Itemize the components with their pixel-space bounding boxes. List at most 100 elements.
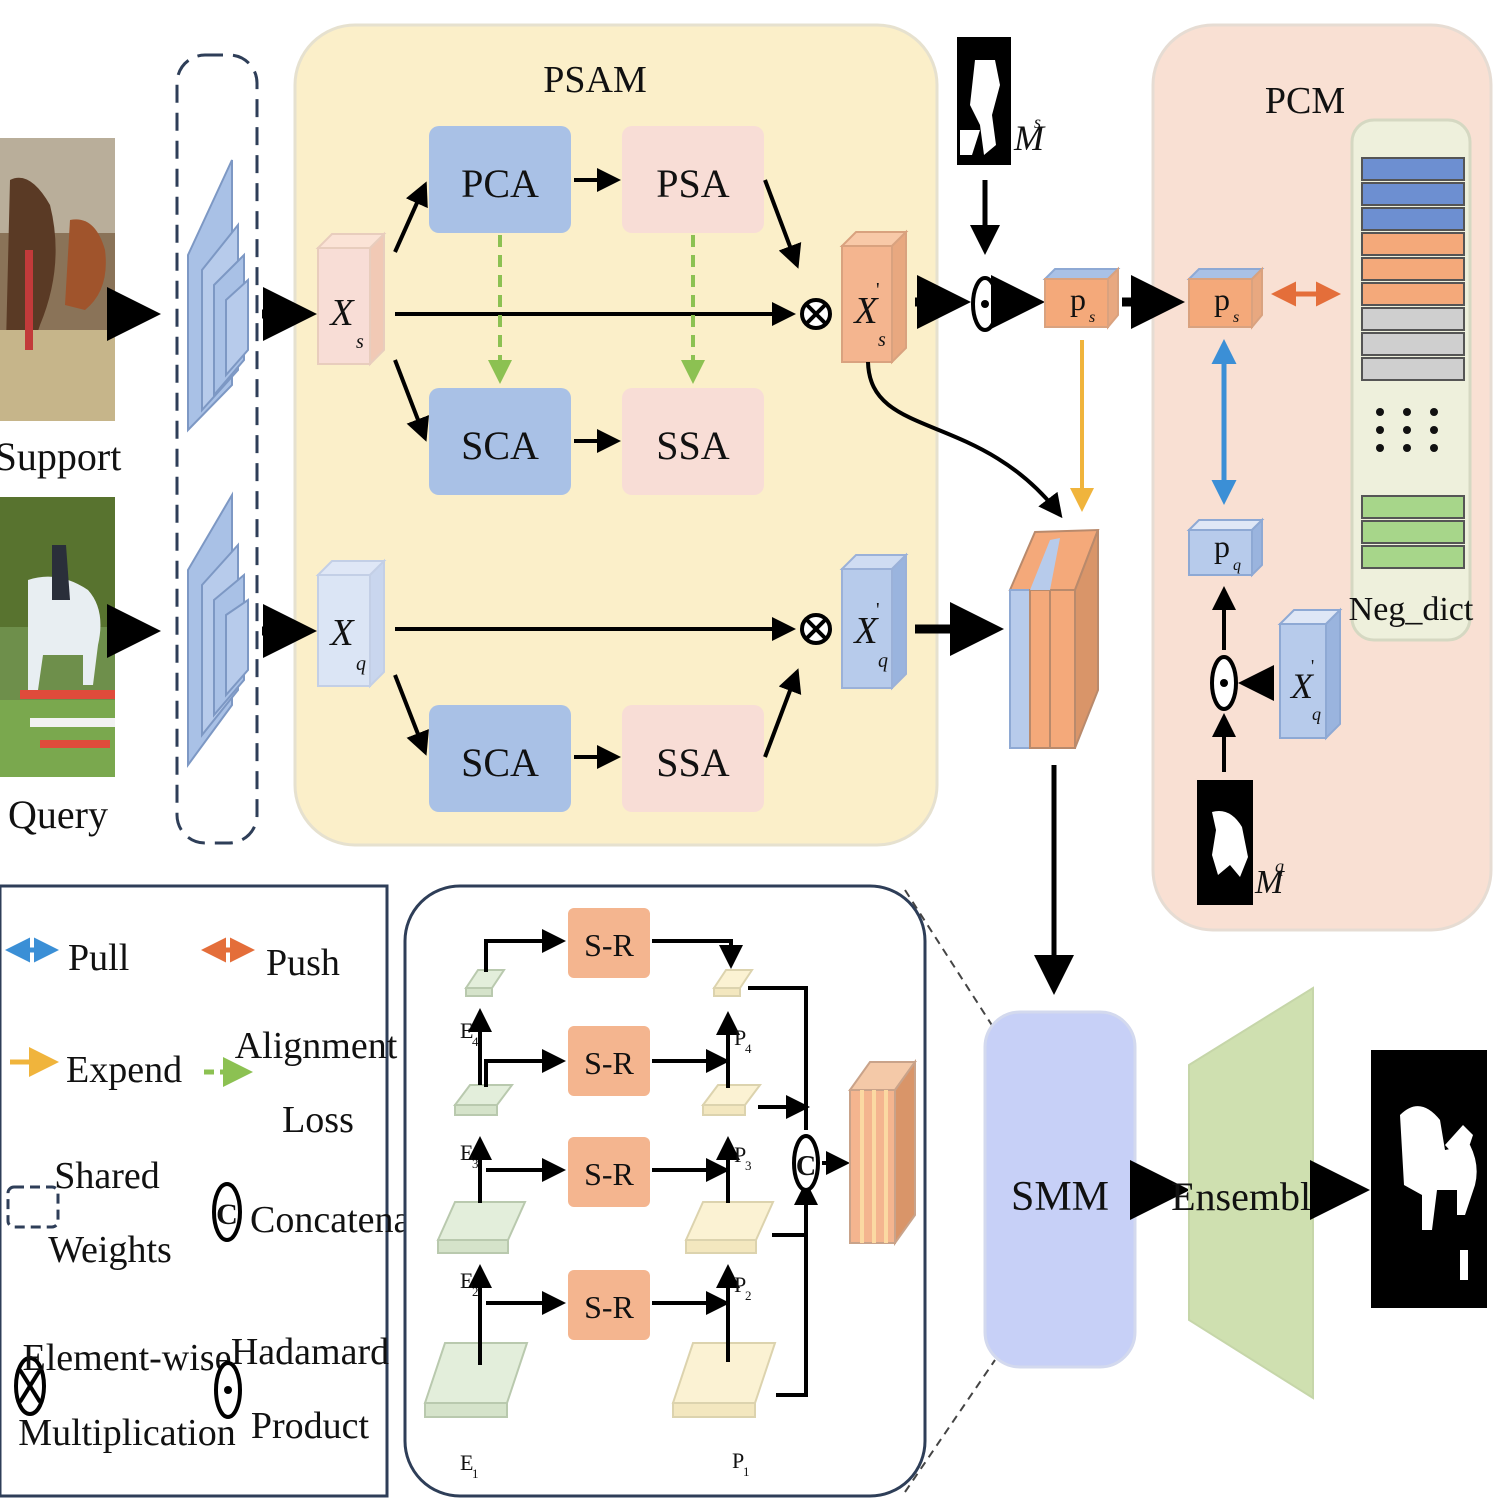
support-encoder-icon bbox=[187, 159, 249, 433]
psam-title: PSAM bbox=[543, 59, 647, 101]
ms-label: M bbox=[1013, 118, 1046, 158]
p-sub-3: 3 bbox=[745, 1158, 752, 1173]
ssa-top-label: SSA bbox=[656, 423, 729, 468]
svg-text:C: C bbox=[216, 1198, 238, 1231]
pcm-xq-prime-label: X bbox=[1289, 666, 1315, 706]
xs-prime-label: X bbox=[852, 290, 879, 332]
support-mask-image bbox=[957, 37, 1011, 165]
mq-sup: q bbox=[1275, 856, 1284, 876]
pcm-xq-prime-sup: ' bbox=[1311, 656, 1314, 676]
p-sub-1: 1 bbox=[743, 1464, 750, 1479]
e-sub-1: 1 bbox=[472, 1466, 479, 1481]
legend-pull-label: Pull bbox=[68, 937, 129, 979]
p-sub-4: 4 bbox=[745, 1041, 752, 1056]
smm-arrows bbox=[468, 929, 850, 1397]
ms-sup: s bbox=[1034, 112, 1041, 132]
sr-label-1: S-R bbox=[584, 927, 634, 963]
sr-label-2: S-R bbox=[584, 1045, 634, 1081]
p-label-4: P bbox=[734, 1025, 746, 1050]
ps-prototype-block bbox=[1042, 266, 1121, 330]
shared-weights-box bbox=[175, 53, 259, 845]
pq-prototype-block bbox=[1186, 517, 1265, 578]
smm-detail-panel bbox=[403, 884, 927, 1498]
xq-prime-sup: ' bbox=[876, 599, 880, 621]
mq-label: M bbox=[1254, 864, 1285, 901]
e-label-1: E bbox=[460, 1450, 473, 1475]
sca-bottom-label: SCA bbox=[461, 740, 539, 785]
pcm-ps-label: p bbox=[1214, 281, 1230, 317]
psam-arrows bbox=[393, 168, 802, 769]
legend-panel bbox=[0, 884, 389, 1498]
psa-box bbox=[622, 126, 764, 233]
legend-elementwise-line1: Element-wise bbox=[23, 1337, 232, 1379]
xq-sub: q bbox=[356, 653, 366, 675]
p-sub-2: 2 bbox=[745, 1288, 752, 1303]
support-image bbox=[0, 138, 115, 421]
support-label: Support bbox=[0, 434, 121, 479]
ssa-bottom-box bbox=[622, 705, 764, 812]
legend-hadamard-line1: Hadamard bbox=[231, 1331, 389, 1373]
xs-sub: s bbox=[356, 331, 364, 353]
xs-prime-sub: s bbox=[878, 329, 886, 351]
arrow-xs-prime-stack bbox=[866, 361, 1063, 519]
psam-panel bbox=[293, 23, 939, 847]
pq-label: p bbox=[1214, 528, 1230, 564]
e-label-2: E bbox=[460, 1268, 473, 1293]
pcm-ps-prototype-block bbox=[1186, 266, 1265, 330]
psa-label: PSA bbox=[656, 161, 729, 206]
ps-sub: s bbox=[1089, 309, 1095, 326]
e-label-3: E bbox=[460, 1140, 473, 1165]
pcm-xq-prime-sub: q bbox=[1312, 704, 1321, 724]
p-label-1: P bbox=[732, 1448, 744, 1473]
legend-shared-weights-icon bbox=[6, 1185, 60, 1229]
legend-elementwise-line2: Multiplication bbox=[18, 1412, 235, 1454]
legend-expend-label: Expend bbox=[66, 1049, 182, 1091]
legend-elementwise-icon bbox=[14, 1356, 46, 1416]
e-sub-4: 4 bbox=[472, 1034, 479, 1049]
sr-label-3: S-R bbox=[584, 1156, 634, 1192]
pcm-xq-prime-cube bbox=[1277, 607, 1343, 741]
zoom-line-bottom bbox=[904, 1359, 996, 1493]
xq-prime-cube bbox=[839, 552, 909, 691]
neg-dict-entries bbox=[1361, 157, 1465, 569]
neg-dict-ellipsis-icon bbox=[1376, 408, 1438, 452]
xs-cube bbox=[315, 231, 387, 367]
e-sub-2: 2 bbox=[472, 1284, 479, 1299]
ssa-bottom-label: SSA bbox=[656, 740, 729, 785]
sca-top-label: SCA bbox=[461, 423, 539, 468]
pca-box bbox=[429, 126, 571, 233]
encoder-feature-planes bbox=[423, 969, 529, 1418]
pca-label: PCA bbox=[461, 161, 539, 206]
query-encoder-icon bbox=[187, 491, 249, 769]
ps-label: p bbox=[1070, 281, 1086, 317]
sr-box-3 bbox=[568, 1137, 650, 1207]
legend-hadamard-line2: Product bbox=[251, 1405, 370, 1447]
otimes-bottom-icon bbox=[800, 613, 832, 645]
query-image bbox=[0, 497, 115, 777]
svg-text:C: C bbox=[796, 1151, 816, 1182]
xq-cube bbox=[315, 558, 387, 689]
e-sub-3: 3 bbox=[472, 1156, 479, 1171]
sr-label-4: S-R bbox=[584, 1289, 634, 1325]
sr-box-1 bbox=[568, 908, 650, 978]
legend-hadamard-icon bbox=[214, 1361, 242, 1419]
pcm-title: PCM bbox=[1265, 80, 1345, 122]
sca-top-box bbox=[429, 388, 571, 495]
hadamard-pcm-icon bbox=[1210, 655, 1238, 711]
xs-prime-cube bbox=[839, 229, 909, 365]
neg-dict-label: Neg_dict bbox=[1349, 591, 1474, 628]
pyramid-feature-planes bbox=[671, 969, 777, 1418]
query-mask-image bbox=[1197, 780, 1253, 905]
xq-prime-label: X bbox=[852, 610, 879, 652]
xs-label: X bbox=[328, 292, 355, 334]
smm-label: SMM bbox=[1011, 1174, 1109, 1220]
p-label-2: P bbox=[734, 1272, 746, 1297]
legend-concatenate-icon: C bbox=[212, 1182, 242, 1242]
xq-prime-sub: q bbox=[878, 650, 888, 672]
legend-alignment-line1: Alignment bbox=[235, 1025, 398, 1067]
ensemble-label: Ensemble bbox=[1171, 1174, 1329, 1219]
query-label: Query bbox=[8, 792, 108, 837]
output-mask-image bbox=[1371, 1050, 1487, 1308]
smm-output-stack bbox=[848, 1058, 917, 1247]
